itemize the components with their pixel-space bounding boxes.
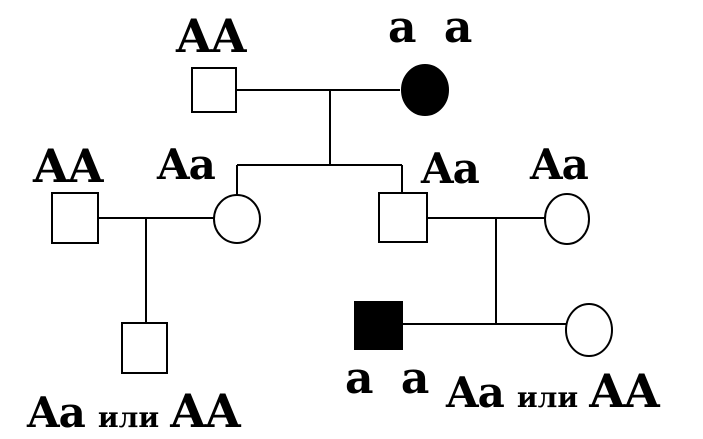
- son-square: [378, 192, 428, 243]
- son-wife-circle: [544, 193, 590, 245]
- child-right-circle: [565, 303, 613, 357]
- label-grandmother: a a: [388, 2, 479, 53]
- label-child-affected: a a: [345, 353, 436, 404]
- husband-left-square: [51, 192, 99, 244]
- label-child-left-option1: Aa: [27, 388, 86, 437]
- label-grandfather: AA: [176, 9, 246, 63]
- child-left-square: [121, 322, 168, 374]
- label-child-left-option2: AA: [170, 384, 240, 438]
- label-child-right-option2: AA: [589, 364, 659, 418]
- child-affected-square: [354, 301, 403, 350]
- grandmother-circle-affected: [401, 64, 449, 116]
- label-child-left: Aa или AA: [27, 388, 241, 437]
- label-child-right-option1: Aa: [446, 368, 505, 417]
- label-son-wife: Aa: [530, 140, 589, 189]
- label-husband-left: AA: [33, 139, 103, 193]
- label-child-left-or: или: [97, 401, 160, 434]
- label-child-right-or: или: [516, 381, 579, 414]
- label-child-right: Aa или AA: [446, 368, 660, 417]
- label-daughter: Aa: [157, 140, 216, 189]
- daughter-circle: [213, 194, 261, 244]
- grandfather-square: [191, 67, 237, 113]
- label-son: Aa: [421, 144, 480, 193]
